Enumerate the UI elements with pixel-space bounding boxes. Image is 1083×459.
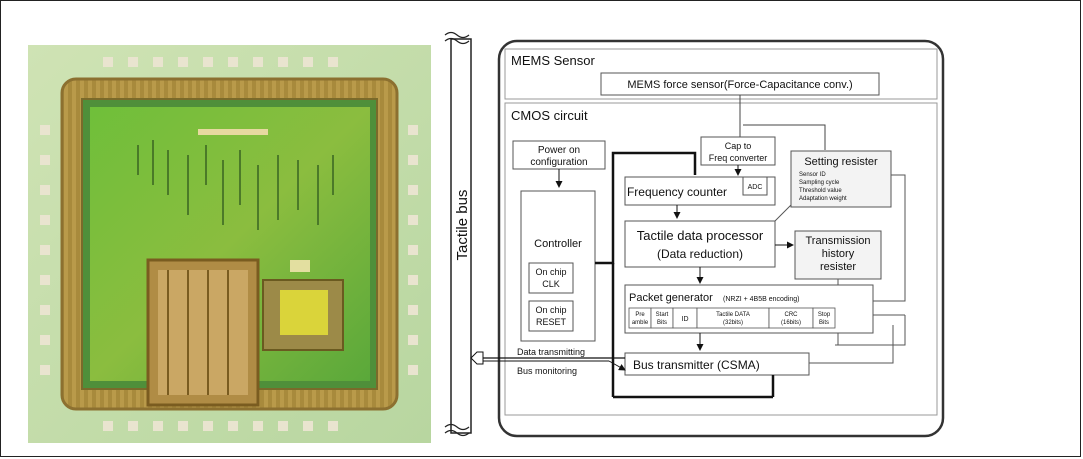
- packet-field-label: Stop: [818, 312, 831, 318]
- tactile-bus-label: Tactile bus: [454, 190, 471, 261]
- controller-label: Controller: [534, 238, 582, 250]
- packet-field-label: Bits: [657, 320, 667, 326]
- packet-field-label: ID: [682, 316, 689, 323]
- frequency-counter-label: Frequency counter: [627, 185, 727, 199]
- bus-monitoring-label: Bus monitoring: [517, 366, 577, 376]
- bus-transmitter-label: Bus transmitter (CSMA): [633, 358, 760, 372]
- mems-force-sensor-label: MEMS force sensor(Force-Capacitance conv…: [627, 79, 852, 91]
- reset-line2: RESET: [536, 317, 567, 327]
- chip-micrograph: [28, 45, 431, 443]
- packet-field-label: amble: [632, 320, 649, 326]
- setting-resister-title: Setting resister: [804, 156, 878, 168]
- packet-fields: Pre amble Start Bits ID Tactile DATA (32…: [629, 308, 835, 328]
- packet-encoding: (NRZI + 4B5B encoding): [723, 296, 799, 303]
- power-on-line2: configuration: [530, 157, 587, 168]
- packet-field-label: (32bits): [723, 320, 743, 326]
- tdp-line1: Tactile data processor: [637, 228, 764, 243]
- packet-field-label: Pre: [635, 312, 645, 318]
- data-transmitting-label: Data transmitting: [517, 347, 585, 357]
- clk-line1: On chip: [535, 267, 566, 277]
- cmos-title: CMOS circuit: [511, 108, 588, 123]
- power-on-line1: Power on: [538, 145, 580, 156]
- history-line3: resister: [820, 261, 856, 273]
- adc-label: ADC: [748, 184, 763, 191]
- cap-conv-line1: Cap to: [725, 141, 752, 151]
- tactile-bus: Tactile bus: [445, 33, 471, 436]
- packet-generator-title: Packet generator: [629, 292, 713, 304]
- block-diagram: Tactile bus MEMS Sensor MEMS force senso…: [433, 25, 953, 445]
- packet-field-label: Tactile DATA: [716, 312, 750, 318]
- tdp-line2: (Data reduction): [657, 247, 743, 261]
- setting-item: Sampling cycle: [799, 180, 840, 186]
- bus-connector-icon: [471, 352, 483, 364]
- setting-item: Threshold value: [799, 188, 842, 194]
- setting-item: Adaptation weight: [799, 196, 847, 202]
- packet-field-label: CRC: [785, 312, 799, 318]
- mems-title: MEMS Sensor: [511, 53, 595, 68]
- packet-field-label: Bits: [819, 320, 829, 326]
- setting-item: Sensor ID: [799, 172, 826, 178]
- packet-field-label: Start: [656, 312, 669, 318]
- packet-field-label: (16bits): [781, 320, 801, 326]
- history-line1: Transmission: [806, 235, 871, 247]
- cap-conv-line2: Freq converter: [709, 153, 768, 163]
- reset-line1: On chip: [535, 305, 566, 315]
- history-line2: history: [822, 248, 855, 260]
- clk-line2: CLK: [542, 279, 560, 289]
